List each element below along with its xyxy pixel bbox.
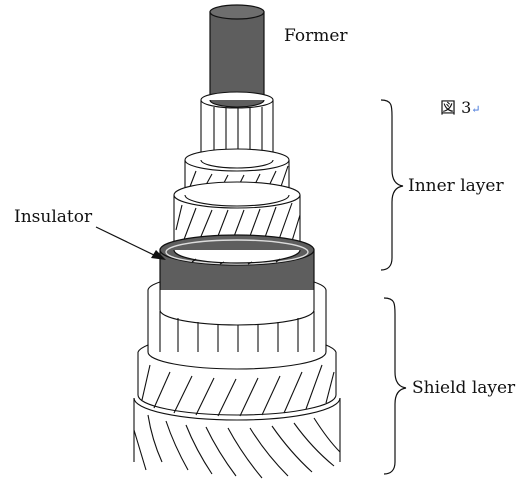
shield-layer-brace bbox=[383, 297, 407, 475]
insulator-arrow bbox=[95, 226, 166, 260]
shield-layer-3 bbox=[133, 397, 341, 479]
inner-layer-label: Inner layer bbox=[408, 176, 504, 196]
insulator-label: Insulator bbox=[14, 207, 93, 227]
inner-layer-brace bbox=[380, 99, 404, 271]
return-arrow-icon: ↵ bbox=[471, 103, 481, 116]
shield-layer-2 bbox=[137, 344, 337, 417]
shield-layer-label: Shield layer bbox=[412, 378, 516, 398]
former-label: Former bbox=[284, 26, 348, 46]
figure-tag: 図 3↵ bbox=[440, 98, 481, 120]
figure-tag-text: 図 3 bbox=[440, 98, 472, 117]
